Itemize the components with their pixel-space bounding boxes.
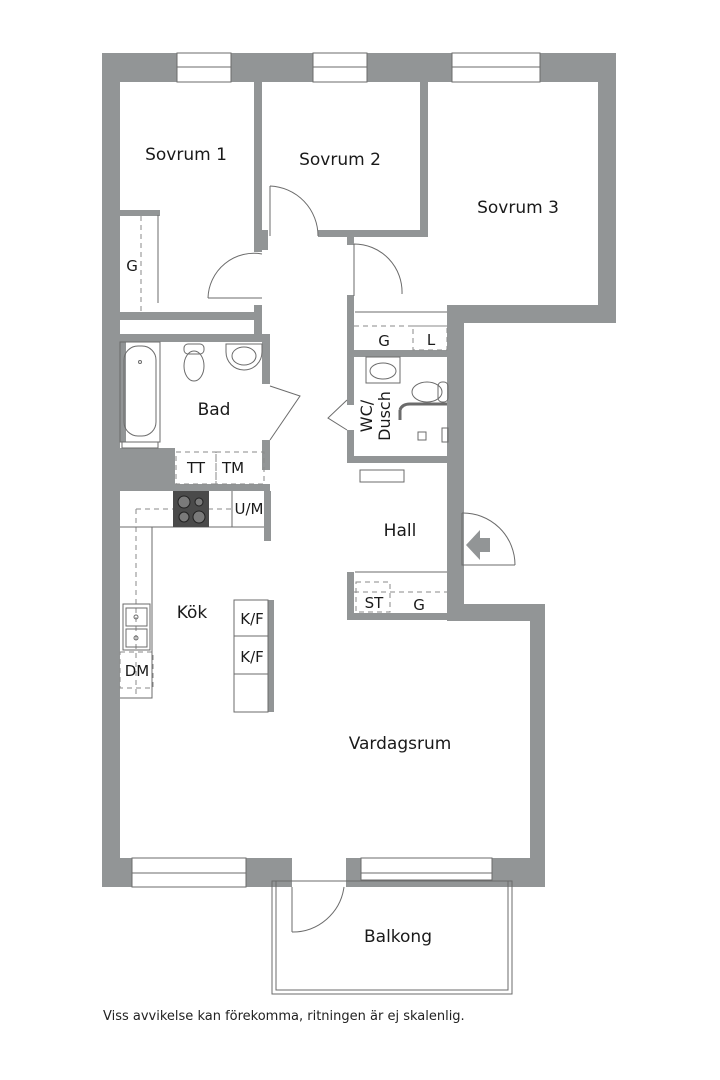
- fridge-freezer-label-1: K/F: [240, 610, 264, 628]
- bathtub-icon: [119, 341, 161, 449]
- room-label-sovrum-1: Sovrum 1: [145, 145, 227, 165]
- room-label-sovrum-2: Sovrum 2: [299, 150, 381, 170]
- room-label-bad: Bad: [197, 400, 231, 420]
- toilet-icon: [183, 343, 205, 382]
- storage-label: ST: [364, 594, 384, 612]
- doors: [207, 185, 516, 933]
- balcony-railing: [271, 880, 513, 995]
- kitchen-sink-icon: [122, 603, 151, 651]
- washer-label: TM: [221, 459, 245, 477]
- room-label-balkong: Balkong: [363, 927, 433, 947]
- dishwasher-label: DM: [124, 662, 150, 680]
- room-label-sovrum-3: Sovrum 3: [477, 198, 559, 218]
- room-label-vardagsrum: Vardagsrum: [348, 734, 452, 754]
- shower-faucet-icon: [441, 427, 449, 443]
- disclaimer-footnote: Viss avvikelse kan förekomma, ritningen …: [103, 1009, 465, 1024]
- room-label-wc-dusch: WC/Dusch: [357, 391, 394, 441]
- shower-icon: [398, 402, 447, 420]
- room-label-kok: Kök: [176, 603, 208, 623]
- walls: [102, 53, 616, 887]
- oven-microwave-label: U/M: [234, 500, 264, 518]
- fridge-freezer-label-2: K/F: [240, 648, 264, 666]
- toilet-icon: [411, 381, 449, 403]
- closet-label-sovrum-1: G: [126, 257, 138, 275]
- entrance-arrow-icon: [466, 530, 490, 560]
- dryer-label: TT: [186, 459, 206, 477]
- hall-closet-label: G: [413, 596, 425, 614]
- washbasin-icon: [365, 356, 401, 384]
- linen-closet-label: L: [426, 331, 436, 349]
- floor-drain-icon: [417, 431, 427, 441]
- room-label-hall: Hall: [383, 521, 417, 541]
- closet-label-sovrum-3: G: [378, 332, 390, 350]
- washbasin-icon: [225, 343, 263, 371]
- windows: [131, 52, 541, 888]
- stove-icon: [173, 491, 209, 527]
